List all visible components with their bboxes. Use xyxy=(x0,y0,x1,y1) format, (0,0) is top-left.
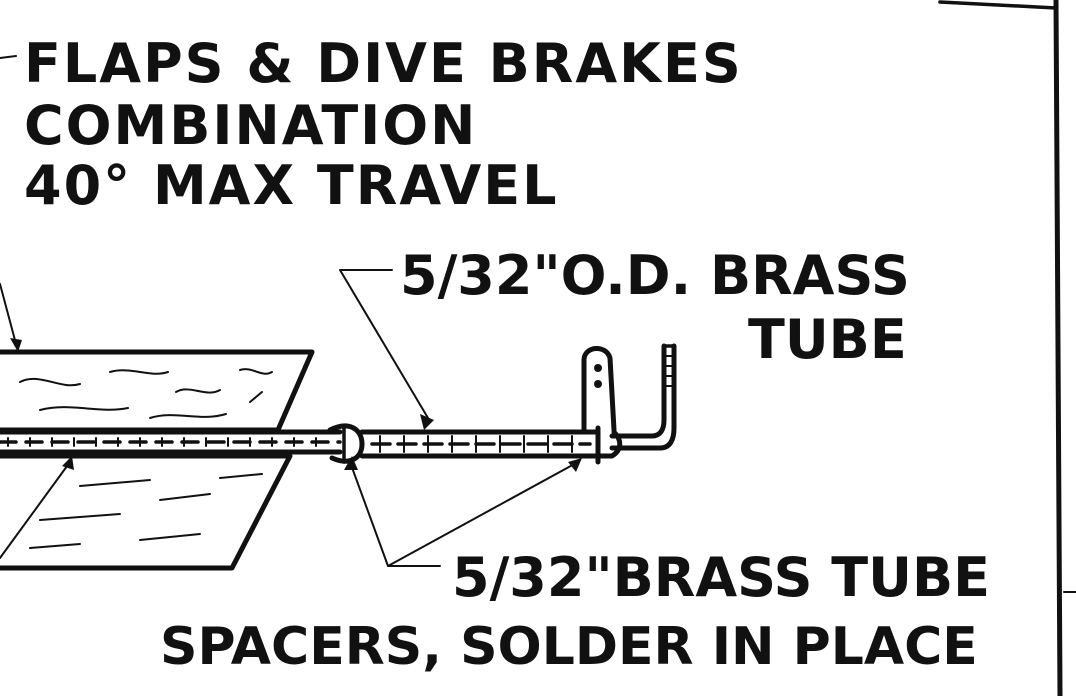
label-spacer-line2: SPACERS, SOLDER IN PLACE xyxy=(160,617,978,677)
label-flaps-line2: COMBINATION xyxy=(24,94,477,157)
flaps-leader xyxy=(0,55,22,352)
label-spacer-line1: 5/32"BRASS TUBE xyxy=(452,546,990,609)
control-horn xyxy=(581,343,677,459)
label-od-tube-line1: 5/32"O.D. BRASS xyxy=(400,244,910,307)
hinge-rod xyxy=(0,429,343,455)
spacer-leader xyxy=(344,456,582,567)
lower-panel-leader xyxy=(0,456,74,559)
spacer-collar xyxy=(327,423,365,464)
label-od-tube-line2: TUBE xyxy=(748,308,907,371)
label-flaps-line3: 40° MAX TRAVEL xyxy=(24,154,559,217)
label-flaps-line1: FLAPS & DIVE BRAKES xyxy=(24,32,743,95)
drawing-frame xyxy=(938,0,1076,696)
lower-flap-panel xyxy=(0,453,293,571)
brass-tube xyxy=(359,425,601,465)
upper-flap-panel xyxy=(0,349,315,433)
od-tube-leader xyxy=(339,269,434,430)
